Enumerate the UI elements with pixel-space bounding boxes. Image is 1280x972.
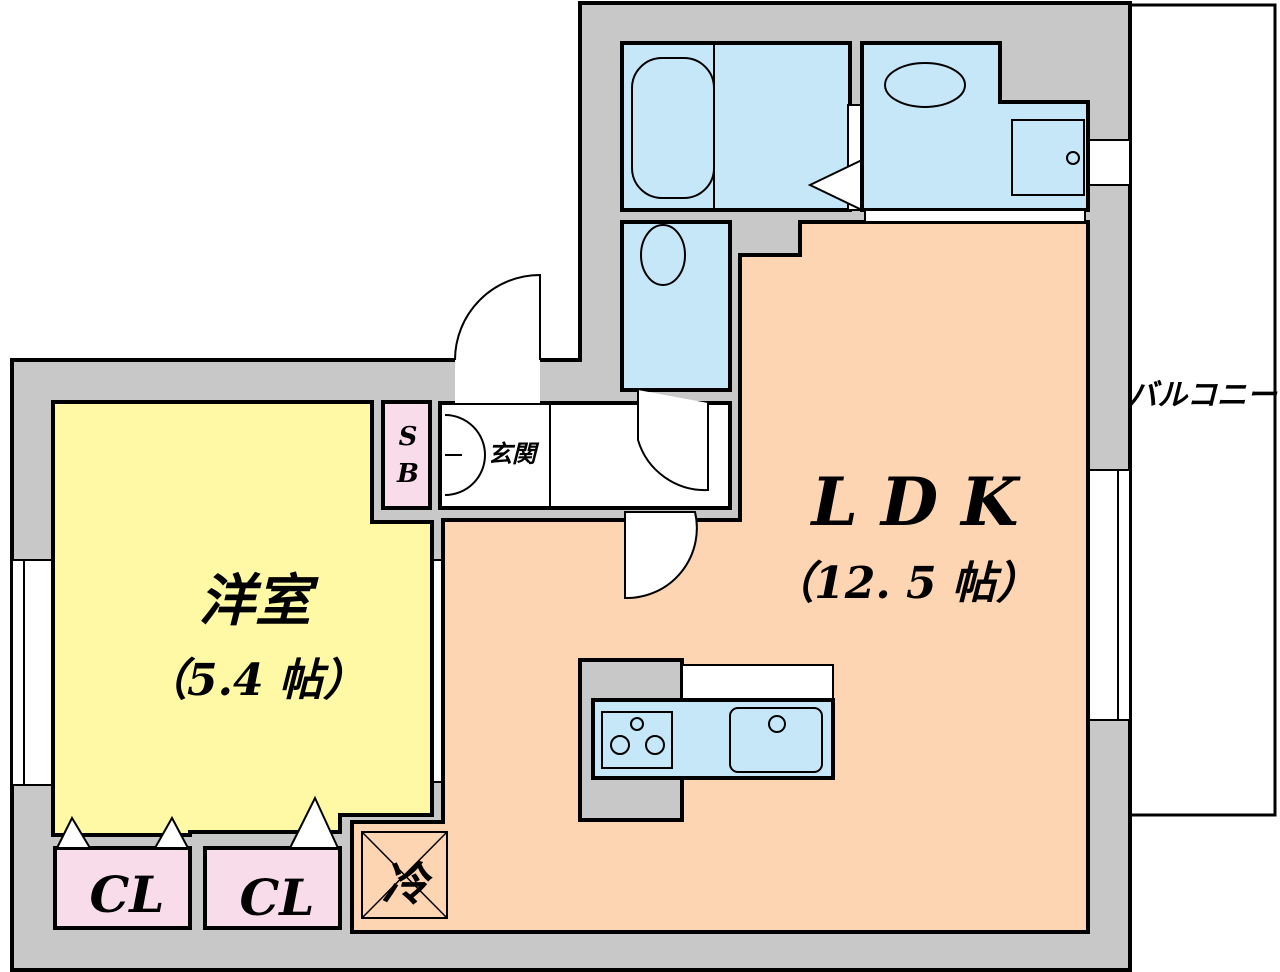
- kitchen-counter: [681, 664, 834, 701]
- western-room: [51, 400, 434, 837]
- balcony: [1128, 3, 1277, 817]
- window-washroom: [1087, 139, 1131, 186]
- western-room-name: 洋室: [199, 568, 319, 634]
- balcony-label: バルコニー: [1127, 378, 1277, 413]
- washroom: [860, 41, 1090, 212]
- entrance-door-icon: [444, 414, 486, 496]
- toilet-door-icon[interactable]: [637, 390, 709, 492]
- washing-machine-icon: [1011, 119, 1085, 196]
- shoebox-label-b: B: [396, 459, 419, 489]
- ldk-room-size: （12. 5 帖）: [770, 558, 1040, 609]
- ldk-room-name: L D K: [810, 463, 1022, 541]
- ldk-door-icon[interactable]: [624, 511, 698, 600]
- ldk-room: [350, 220, 1090, 934]
- closet-1-label: CL: [90, 865, 165, 924]
- window-right: [1087, 469, 1131, 721]
- closet-2: [203, 846, 342, 930]
- closet-1: [53, 846, 192, 930]
- closet-2-label: CL: [240, 868, 315, 927]
- closet-door-icons: [55, 795, 340, 849]
- western-room-size: （5.4 帖）: [143, 655, 367, 706]
- sink-icon: [729, 707, 823, 773]
- front-door-icon[interactable]: [454, 273, 541, 361]
- toilet-icon: [640, 224, 686, 286]
- entrance-label: 玄関: [488, 439, 540, 468]
- stove-icon: [601, 711, 673, 769]
- shoebox: [381, 400, 432, 510]
- washbasin-icon: [884, 62, 966, 108]
- shoebox-label-s: S: [399, 422, 418, 452]
- fridge-label: 冷: [382, 857, 433, 911]
- window-left: [11, 559, 54, 786]
